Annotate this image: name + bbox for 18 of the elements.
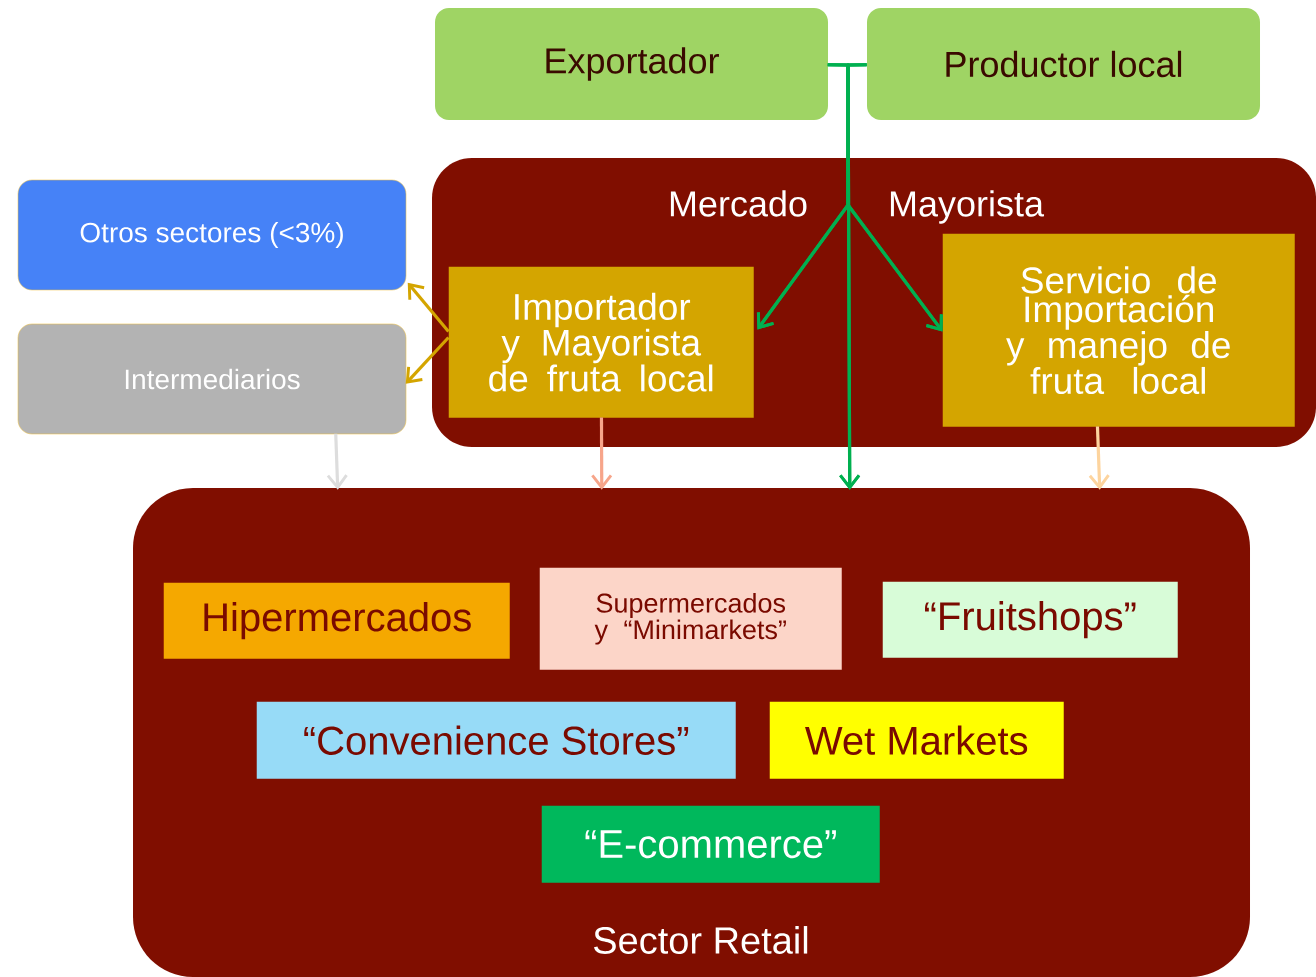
arrow: [591, 417, 613, 490]
importer-box: Importador y Mayorista de fruta local: [448, 266, 754, 418]
sector-box: Otros sectores (<3%): [17, 179, 407, 291]
arrow: [1088, 426, 1110, 490]
retail-box: Hipermercados: [163, 582, 510, 659]
arrow: [407, 282, 450, 333]
retail-box: Wet Markets: [769, 701, 1064, 779]
retail-box: Supermercados y “Minimarkets”: [539, 567, 842, 670]
importer-box: Servicio de Importación y manejo de fruta local: [942, 233, 1295, 427]
retail-box: “Fruitshops”: [882, 581, 1178, 658]
source-box: Exportador: [435, 8, 828, 120]
source-box: Productor local: [867, 8, 1260, 120]
arrow: [839, 63, 867, 490]
retail-box: “Convenience Stores”: [256, 701, 736, 779]
retail-box: “E-commerce”: [541, 805, 880, 883]
arrow: [326, 433, 348, 490]
arrow: [405, 336, 450, 384]
sector-box: Intermediarios: [17, 323, 407, 435]
